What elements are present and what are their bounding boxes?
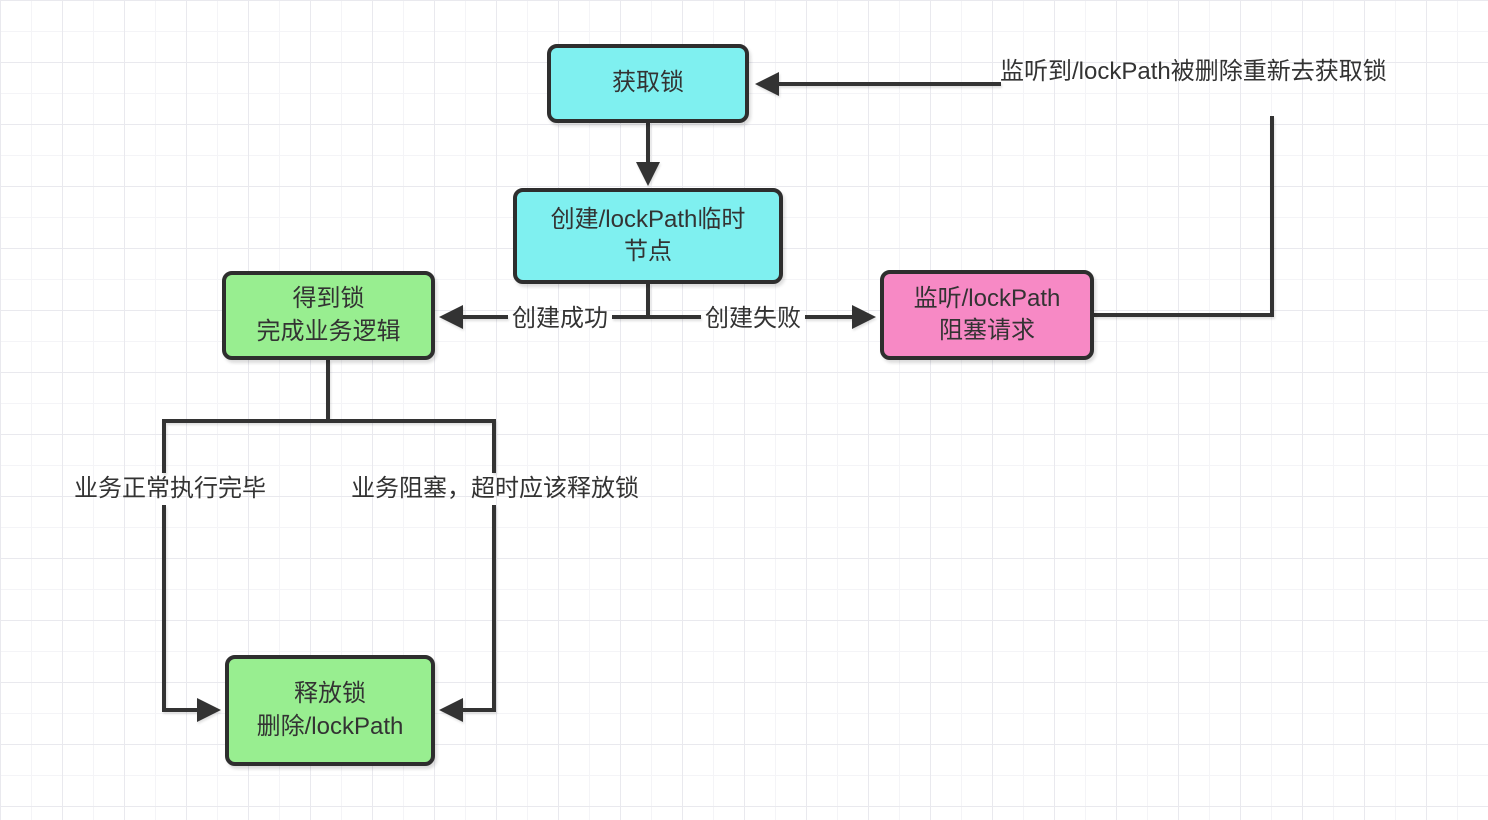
node-acquire-lock[interactable]: 获取锁 — [547, 44, 749, 123]
node-create-temp-node-label-line2: 节点 — [624, 238, 672, 265]
arrowhead-into-release-left — [197, 698, 221, 722]
edge-listen-return — [1094, 116, 1274, 317]
node-got-lock[interactable]: 得到锁 完成业务逻辑 — [222, 271, 435, 360]
node-create-temp-node[interactable]: 创建/lockPath临时 节点 — [513, 188, 783, 284]
edge-label-create-success: 创建成功 — [512, 304, 608, 332]
edge-label-business-timeout: 业务阻塞，超时应该释放锁 — [351, 474, 639, 502]
arrowhead-into-release-right — [439, 698, 463, 722]
node-got-lock-label-line2: 完成业务逻辑 — [256, 317, 401, 345]
edge-label-business-complete: 业务正常执行完毕 — [74, 474, 266, 502]
node-create-temp-node-label-line1: 创建/lockPath临时 — [550, 205, 746, 233]
edge-label-relisten: 监听到/lockPath被删除重新去获取锁 — [1000, 57, 1387, 85]
node-listen-lockpath-label-line1: 监听/lockPath — [913, 284, 1061, 312]
arrowhead-into-acquire — [755, 72, 779, 96]
node-listen-lockpath[interactable]: 监听/lockPath 阻塞请求 — [880, 270, 1094, 360]
node-release-lock[interactable]: 释放锁 删除/lockPath — [225, 655, 435, 766]
edge-label-create-fail: 创建失败 — [705, 304, 801, 332]
node-release-lock-label-line1: 释放锁 — [294, 680, 366, 708]
node-release-lock-label-line2: 删除/lockPath — [256, 712, 404, 740]
node-acquire-lock-label: 获取锁 — [612, 69, 684, 97]
arrowhead-into-create — [636, 162, 660, 186]
edge-complete-seg2 — [162, 505, 199, 712]
node-got-lock-label-line1: 得到锁 — [292, 285, 365, 313]
arrowhead-into-listen — [852, 305, 876, 329]
node-listen-lockpath-label-line2: 阻塞请求 — [939, 317, 1035, 344]
arrowhead-into-gotlock — [439, 305, 463, 329]
edge-timeout-seg2 — [459, 505, 496, 712]
